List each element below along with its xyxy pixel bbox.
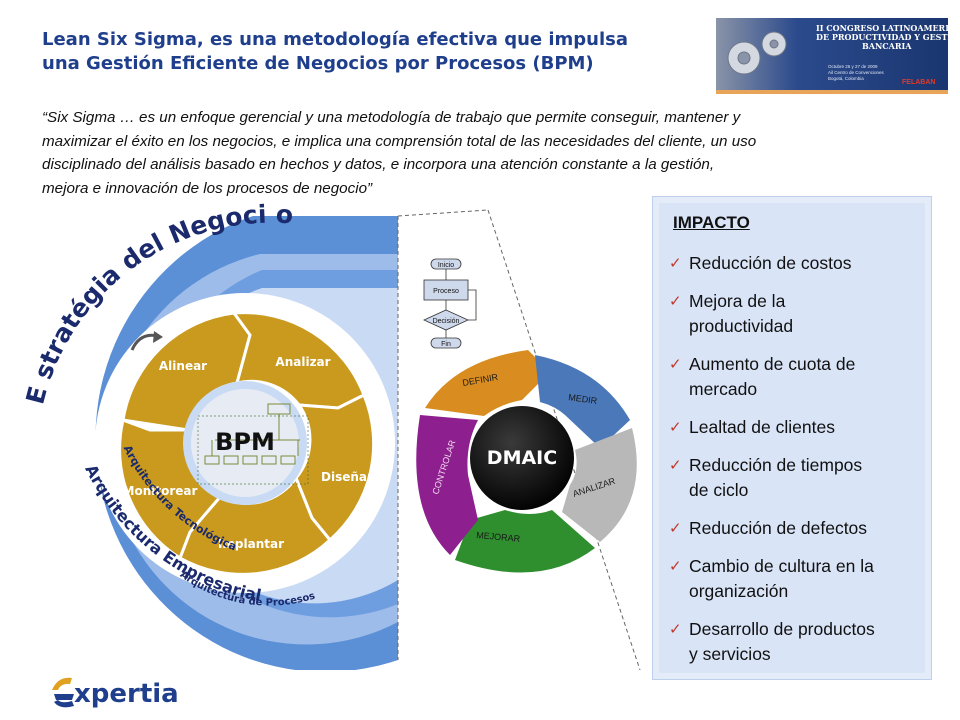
flow-decision-label: Decisión <box>433 318 460 325</box>
segment-analizar <box>231 311 366 410</box>
flow-end <box>430 337 462 349</box>
banner-line-2: DE PRODUCTIVIDAD Y GESTIÓN <box>816 32 948 42</box>
impact-title: IMPACTO <box>673 213 750 232</box>
flow-start-label: Inicio <box>438 262 454 269</box>
expertia-wordmark: xpertia <box>74 679 179 709</box>
check-icon: ✓ <box>669 355 682 373</box>
bpm-center-label: BPM <box>215 428 275 456</box>
label-alinear: Alinear <box>159 359 207 373</box>
impact-item: ✓Reducción de defectos <box>667 516 925 541</box>
bpm-dmaic-diagram: BPM Alinear Analizar Diseñar Implantar M… <box>20 200 641 670</box>
quote-line-3: disciplinado del análisis basado en hech… <box>42 156 715 173</box>
title-line-2: una Gestión Eficiente de Negocios por Pr… <box>42 53 594 74</box>
quote-line-4: mejora e innovación de los procesos de n… <box>42 179 373 197</box>
label-monitorear: Monitorear <box>123 484 198 498</box>
congress-banner: II CONGRESO LATINOAMERICANO DE PRODUCTIV… <box>716 18 948 90</box>
check-icon: ✓ <box>669 418 682 436</box>
dmaic-definir <box>425 350 550 416</box>
dmaic-controlar <box>416 415 478 555</box>
quote-line-1: “Six Sigma … es un enfoque gerencial y u… <box>42 109 741 126</box>
quote-line-2: maximizar el éxito en los negocios, e im… <box>42 132 757 150</box>
dmaic-label-mejorar: MEJORAR <box>476 530 521 544</box>
banner-line-1: II CONGRESO LATINOAMERICANO <box>816 23 948 33</box>
expertia-logo: xpertia <box>52 677 179 709</box>
zoom-lines <box>397 209 641 670</box>
check-icon: ✓ <box>669 557 682 575</box>
impact-panel: IMPACTO ✓Reducción de costos ✓Mejora de … <box>652 196 932 680</box>
impact-item: ✓Reducción de costos <box>667 251 925 276</box>
flow-end-label: Fin <box>441 341 451 348</box>
impact-item: ✓Lealtad de clientes <box>667 415 925 440</box>
label-analizar: Analizar <box>275 355 330 369</box>
gear-icon <box>727 31 787 75</box>
banner-date-3: Bogotá, Colombia <box>828 76 864 81</box>
slide-title: Lean Six Sigma, es una metodología efect… <box>42 28 692 76</box>
label-disenar: Diseñar <box>321 470 373 484</box>
banner-date-1: Octubre 26 y 27 de 2009 <box>828 64 878 69</box>
check-icon: ✓ <box>669 456 682 474</box>
check-icon: ✓ <box>669 620 682 638</box>
expertia-e-icon <box>52 677 74 708</box>
flow-process-label: Proceso <box>433 288 459 295</box>
banner-date-2: Ail Centro de Convenciones <box>828 70 885 75</box>
six-sigma-quote: “Six Sigma … es un enfoque gerencial y u… <box>42 106 932 200</box>
sponsor-logo: FELABAN <box>902 79 935 86</box>
bpm-center: BPM <box>183 381 309 505</box>
dmaic-analizar <box>562 428 637 542</box>
check-icon: ✓ <box>669 254 682 272</box>
bpm-cycle <box>118 311 376 576</box>
label-implantar: Implantar <box>218 537 284 551</box>
dmaic-label-medir: MEDIR <box>568 392 599 406</box>
title-line-1: Lean Six Sigma, es una metodología efect… <box>42 29 629 50</box>
check-icon: ✓ <box>669 292 682 310</box>
dmaic-center-circle <box>470 406 574 510</box>
banner-line-3: BANCARIA <box>862 41 912 51</box>
dmaic-mejorar <box>455 510 595 573</box>
dmaic-medir <box>535 355 630 448</box>
process-flowchart: Inicio Proceso Decisión Fin <box>423 258 477 349</box>
dmaic-cycle: DMAIC DEFINIR MEDIR ANALIZAR MEJORAR CON… <box>416 350 637 573</box>
header-rule <box>716 90 948 94</box>
check-icon: ✓ <box>669 519 682 537</box>
dmaic-center-label: DMAIC <box>487 447 557 469</box>
